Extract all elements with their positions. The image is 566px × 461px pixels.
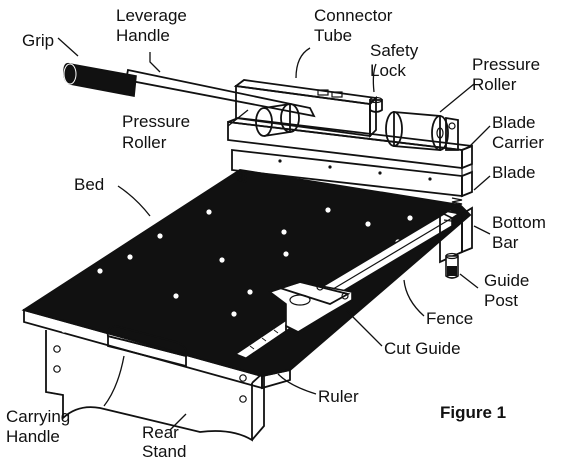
blade-bolts [278,159,432,181]
label-pressure-roller-left-line1: Pressure [122,112,190,131]
stand-bolt [53,345,61,353]
stand-bolt [239,374,247,382]
label-bed: Bed [74,175,104,194]
label-blade-carrier-line1: Blade [492,113,535,132]
label-bottom-bar-line2: Bar [492,233,519,252]
label-connector-tube-line1: Connector [314,6,393,25]
labels: Grip Leverage Handle Connector Tube Safe… [6,6,546,461]
label-guide-post-line1: Guide [484,271,529,290]
rear-stand-side [251,369,265,441]
label-connector-tube-line2: Tube [314,26,352,45]
label-blade-carrier-line2: Carrier [492,133,544,152]
leader-lines [57,37,491,431]
floor-cutter-illustration [21,62,473,442]
label-guide-post-line2: Post [484,291,518,310]
label-grip: Grip [22,31,54,50]
label-pressure-roller-right-line1: Pressure [472,55,540,74]
label-safety-lock-line1: Safety [370,41,419,60]
label-safety-lock-line2: Lock [370,61,406,80]
label-carrying-handle-line2: Handle [6,427,60,446]
label-carrying-handle-line1: Carrying [6,407,70,426]
label-rear-stand-line2: Stand [142,442,186,461]
label-leverage-handle-line1: Leverage [116,6,187,25]
rear-stand [45,330,253,442]
safety-lock-knob [369,99,383,113]
label-bottom-bar-line1: Bottom [492,213,546,232]
label-cut-guide: Cut Guide [384,339,461,358]
label-pressure-roller-left-line2: Roller [122,133,167,152]
label-rear-stand-line1: Rear [142,423,179,442]
stand-bolt [239,395,247,403]
left-spring [237,171,247,183]
figure-caption: Figure 1 [440,403,506,422]
right-spring [451,197,463,209]
label-blade: Blade [492,163,535,182]
label-ruler: Ruler [318,387,359,406]
stand-bolt [53,365,61,373]
label-leverage-handle-line2: Handle [116,26,170,45]
label-fence: Fence [426,309,473,328]
label-pressure-roller-right-line2: Roller [472,75,517,94]
